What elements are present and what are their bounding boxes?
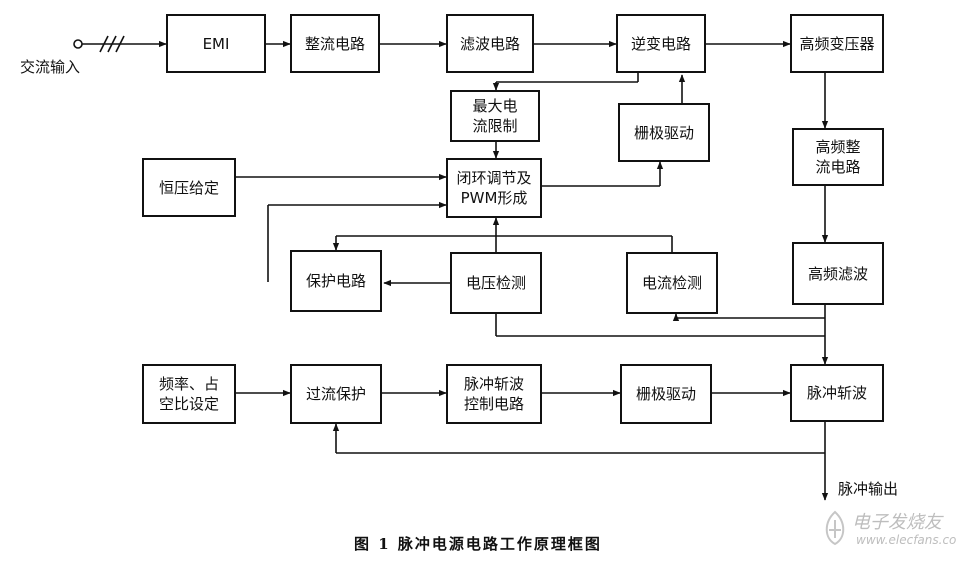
closed-loop-pwm-label: 闭环调节及 PWM形成: [456, 169, 532, 207]
protection-block: 保护电路: [290, 250, 382, 312]
max-current-limit-block: 最大电 流限制: [450, 90, 540, 142]
gate-drive-bottom-block: 栅极驱动: [620, 364, 712, 424]
watermark-url: www.elecfans.com: [856, 533, 956, 547]
closed-loop-pwm-block: 闭环调节及 PWM形成: [446, 158, 542, 218]
pulse-output-label: 脉冲输出: [838, 480, 899, 498]
ac-input-label: 交流输入: [20, 58, 81, 76]
overcurrent-protect-block: 过流保护: [290, 364, 382, 424]
voltage-detect-block: 电压检测: [450, 252, 542, 314]
hf-filter-label: 高频滤波: [807, 264, 868, 283]
current-detect-label: 电流检测: [641, 274, 702, 292]
filter-label: 滤波电路: [459, 34, 520, 53]
hf-transformer-block: 高频变压器: [790, 14, 884, 73]
inverter-block: 逆变电路: [616, 14, 706, 73]
rectifier-block: 整流电路: [290, 14, 380, 73]
rectifier-label: 整流电路: [304, 34, 365, 53]
gate-drive-top-block: 栅极驱动: [618, 103, 710, 162]
watermark-text: 电子发烧友: [852, 512, 942, 533]
watermark: 电子发烧友 www.elecfans.com: [818, 506, 956, 552]
inverter-label: 逆变电路: [630, 34, 691, 53]
emi-block: EMI: [166, 14, 266, 73]
overcurrent-protect-label: 过流保护: [305, 385, 366, 403]
constant-voltage-label: 恒压给定: [158, 178, 219, 197]
max-current-limit-label: 最大电 流限制: [472, 97, 518, 135]
protection-label: 保护电路: [305, 272, 366, 290]
hf-rectifier-block: 高频整 流电路: [792, 128, 884, 186]
filter-block: 滤波电路: [446, 14, 534, 73]
current-detect-block: 电流检测: [626, 252, 718, 314]
hf-transformer-label: 高频变压器: [799, 34, 875, 53]
freq-duty-setting-label: 频率、占 空比设定: [158, 375, 219, 413]
hf-rectifier-label: 高频整 流电路: [815, 138, 861, 176]
voltage-detect-label: 电压检测: [465, 274, 526, 292]
watermark-logo-icon: [825, 510, 845, 546]
gate-drive-bottom-label: 栅极驱动: [635, 385, 696, 403]
constant-voltage-block: 恒压给定: [142, 158, 236, 217]
pulse-chop-control-block: 脉冲斩波 控制电路: [446, 364, 542, 424]
figure-caption: 图 1 脉冲电源电路工作原理框图: [354, 535, 602, 553]
gate-drive-top-label: 栅极驱动: [633, 123, 694, 142]
freq-duty-setting-block: 频率、占 空比设定: [142, 364, 236, 424]
hf-filter-block: 高频滤波: [792, 242, 884, 305]
pulse-chopper-block: 脉冲斩波: [790, 364, 884, 422]
pulse-chop-control-label: 脉冲斩波 控制电路: [463, 375, 524, 413]
ac-input-terminal: [73, 39, 83, 49]
emi-label: EMI: [202, 34, 230, 53]
pulse-chopper-label: 脉冲斩波: [806, 384, 867, 402]
